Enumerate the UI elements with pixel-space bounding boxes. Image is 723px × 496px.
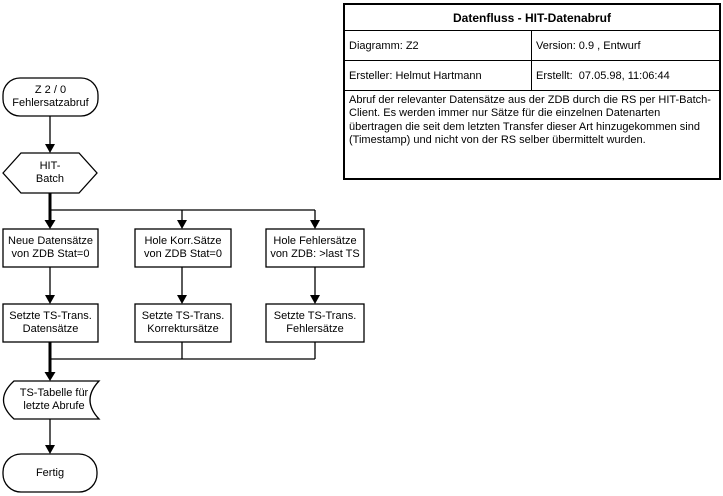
hitbatch-node-label: HIT- Batch <box>35 160 65 185</box>
neue-datensaetze-label: Neue Datensätze von ZDB Stat=0 <box>8 235 93 260</box>
title-block-row-diagram: Diagramm: Z2 Version: 0.9 , Entwurf <box>345 31 719 61</box>
neue-datensaetze-shape <box>2 228 99 268</box>
hole-korr-label: Hole Korr.Sätze von ZDB Stat=0 <box>144 235 222 260</box>
start-node-shape <box>2 77 99 117</box>
arrowhead-into-neue <box>44 220 56 229</box>
ts-tabelle-storeddata-shape <box>2 380 101 420</box>
setzte-ts-korrektur-label: Setzte TS-Trans. Korrektursätze <box>141 310 225 335</box>
setzte-ts-fehler-label: Setzte TS-Trans. Fehlersätze <box>273 310 357 335</box>
fertig-node-label: Fertig <box>35 466 65 479</box>
created-cell: Erstellt: 07.05.98, 11:06:44 <box>536 69 670 82</box>
setzte-ts-datensaetze-shape <box>2 303 99 343</box>
hole-fehler-label: Hole Fehlersätze von ZDB: >last TS <box>270 235 360 260</box>
hole-fehler-shape <box>265 228 365 268</box>
arrowhead-into-setzte2 <box>177 295 187 304</box>
setzte-ts-fehler-shape <box>265 303 365 343</box>
author-cell: Ersteller: Helmut Hartmann <box>345 61 532 90</box>
arrowhead-into-hitbatch <box>45 144 55 153</box>
arrowhead-into-setzte3 <box>310 295 320 304</box>
ts-tabelle-label: TS-Tabelle für letzte Abrufe <box>19 387 89 412</box>
arrowhead-into-fertig <box>45 445 55 454</box>
diagram-id-cell: Diagramm: Z2 <box>345 31 532 60</box>
setzte-ts-korrektur-shape <box>134 303 232 343</box>
arrowhead-into-fehler <box>310 220 320 229</box>
hole-korr-shape <box>134 228 232 268</box>
arrowhead-into-korr <box>177 220 187 229</box>
version-cell: Version: 0.9 , Entwurf <box>536 39 641 52</box>
description-cell: Abruf der relevanter Datensätze aus der … <box>349 94 711 147</box>
arrowhead-into-tstabelle <box>44 372 56 381</box>
title-block-title: Datenfluss - HIT-Datenabruf <box>345 5 719 31</box>
title-block-row-author: Ersteller: Helmut Hartmann Erstellt: 07.… <box>345 61 719 91</box>
title-block: Datenfluss - HIT-Datenabruf Diagramm: Z2… <box>343 3 721 180</box>
arrowhead-into-setzte1 <box>45 295 55 304</box>
start-node-label: Z 2 / 0 Fehlersatzabruf <box>12 84 89 109</box>
hitbatch-hexagon-shape <box>2 152 98 194</box>
setzte-ts-datensaetze-label: Setzte TS-Trans. Datensätze <box>9 310 92 335</box>
